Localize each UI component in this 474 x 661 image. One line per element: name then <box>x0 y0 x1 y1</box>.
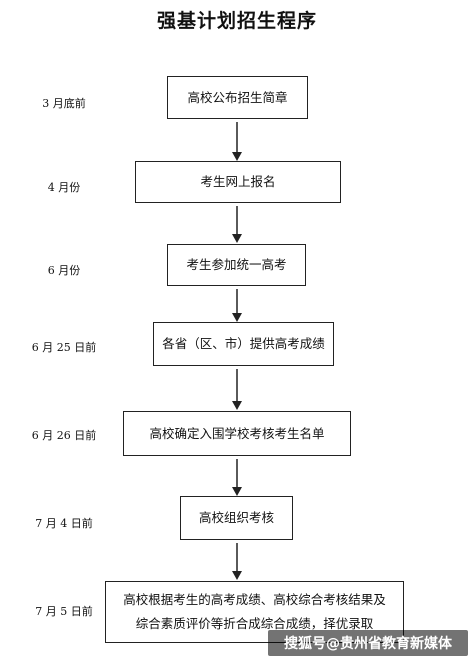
step-5-box: 高校确定入围学校考核考生名单 <box>123 411 351 456</box>
step-3-date: 6 月份 <box>47 264 81 277</box>
step-5-date: 6 月 26 日前 <box>31 429 97 442</box>
page-title: 强基计划招生程序 <box>156 10 317 32</box>
step-2-box: 考生网上报名 <box>135 161 341 203</box>
watermark: 搜狐号@贵州省教育新媒体 <box>268 630 468 656</box>
arrow-down-icon <box>232 543 242 580</box>
arrow-down-icon <box>232 206 242 243</box>
arrow-down-icon <box>232 122 242 161</box>
arrow-down-icon <box>232 289 242 322</box>
step-4-date: 6 月 25 日前 <box>31 341 97 354</box>
step-1-box: 高校公布招生简章 <box>167 76 308 119</box>
arrow-down-icon <box>232 369 242 410</box>
step-3-box: 考生参加统一高考 <box>167 244 306 286</box>
step-6-date: 7 月 4 日前 <box>35 517 93 530</box>
arrow-down-icon <box>232 459 242 496</box>
step-1-date: 3 月底前 <box>42 97 86 110</box>
step-4-box: 各省（区、市）提供高考成绩 <box>153 322 334 366</box>
step-2-date: 4 月份 <box>47 181 81 194</box>
step-7-date: 7 月 5 日前 <box>35 605 93 618</box>
step-6-box: 高校组织考核 <box>180 496 293 540</box>
